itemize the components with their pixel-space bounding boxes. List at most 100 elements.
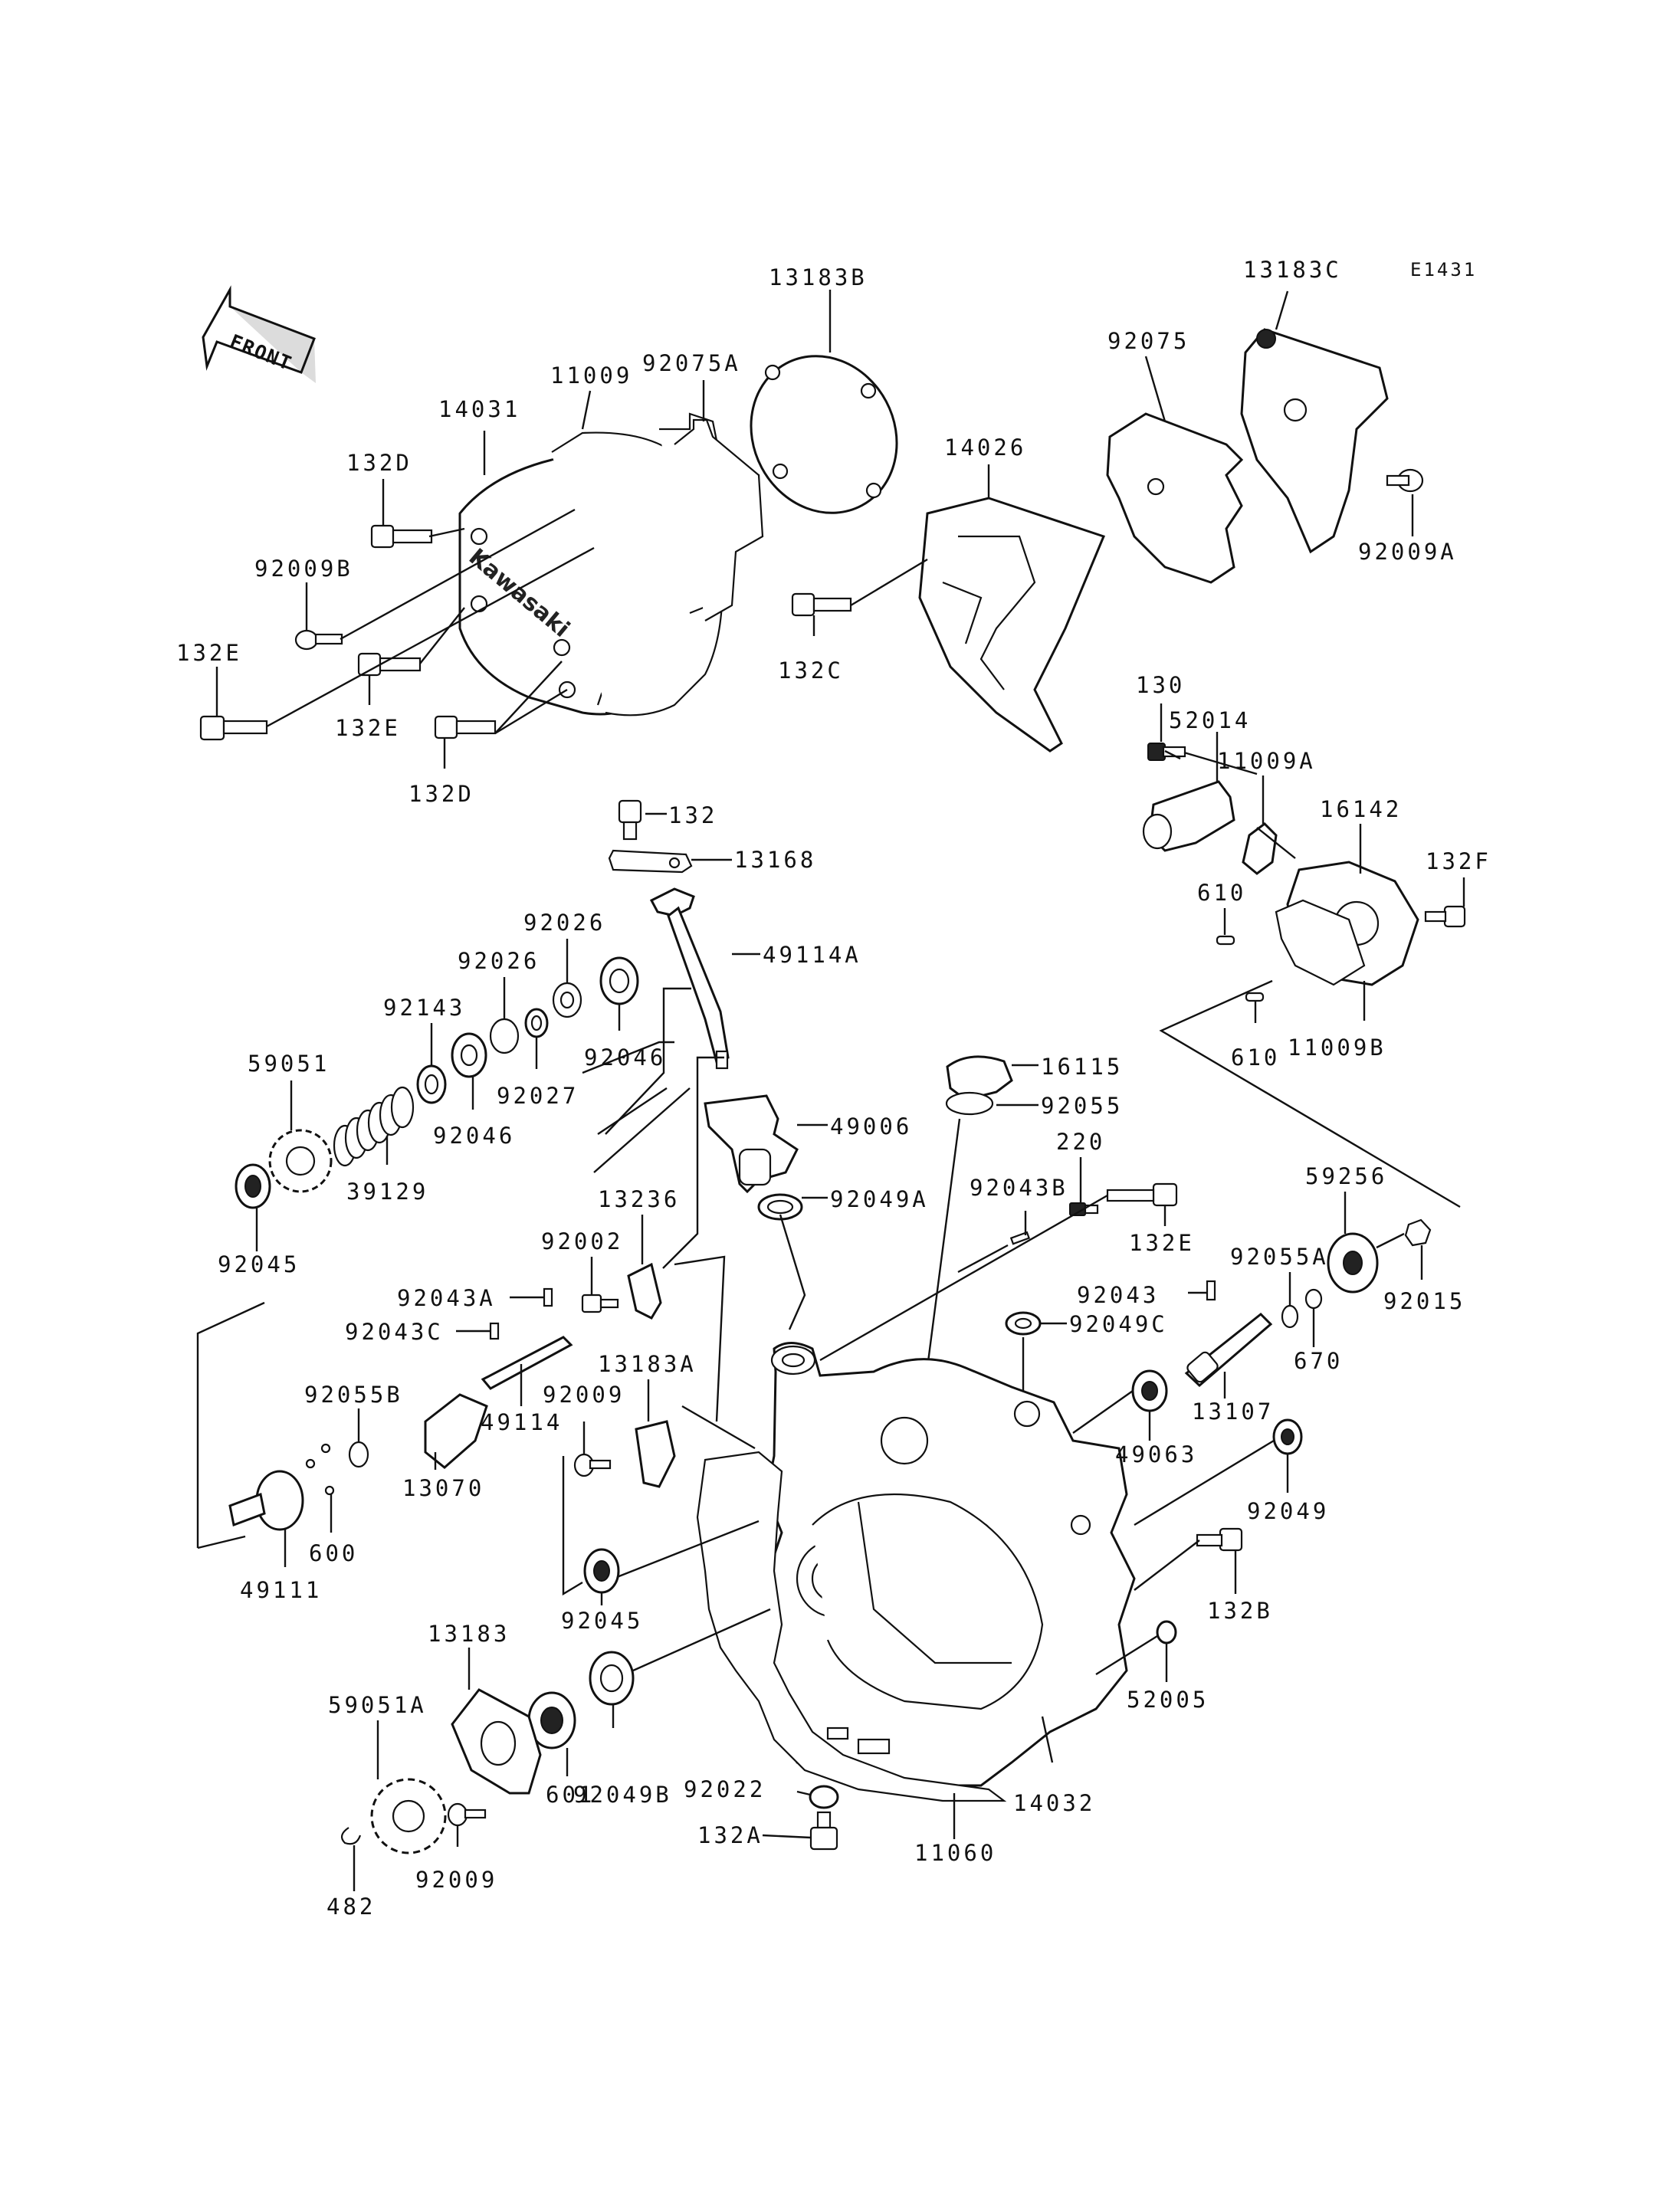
bolt-132E-left-icon <box>199 715 268 741</box>
part-label-92043C: 92043C <box>345 1319 444 1345</box>
part-label-220: 220 <box>1056 1129 1105 1155</box>
part-label-92026-lower: 92026 <box>458 948 540 974</box>
part-label-92075: 92075 <box>1107 328 1189 354</box>
part-label-132E-left: 132E <box>176 640 242 666</box>
bearing-92045-left-icon <box>235 1163 271 1209</box>
pin-92043-icon <box>1206 1280 1216 1301</box>
seal-92045-lower-icon <box>583 1548 620 1594</box>
shift-drum-49006-drawing <box>704 1094 799 1194</box>
part-label-39129: 39129 <box>346 1179 428 1205</box>
part-label-13107: 13107 <box>1192 1399 1274 1425</box>
part-label-92045-left: 92045 <box>218 1251 300 1277</box>
part-label-14026: 14026 <box>944 434 1026 461</box>
drain-washer-92022-icon <box>809 1785 839 1809</box>
ratchet-13070-icon <box>424 1393 488 1469</box>
part-label-16115: 16115 <box>1041 1054 1123 1080</box>
part-label-92009-mid: 92009 <box>543 1382 625 1408</box>
part-label-92043A: 92043A <box>397 1285 496 1311</box>
pin-610-lower-icon <box>1245 992 1265 1002</box>
plug-52005-icon <box>1156 1620 1177 1644</box>
part-label-610-upper: 610 <box>1197 880 1246 906</box>
part-label-482: 482 <box>326 1894 376 1920</box>
shaft-49114-icon <box>481 1336 573 1390</box>
part-label-92046-upper: 92046 <box>584 1044 666 1071</box>
bolt-132C-icon <box>791 592 852 617</box>
pin-92043B-icon <box>1009 1231 1031 1245</box>
bearing-601-icon <box>527 1691 576 1749</box>
part-label-601: 601 <box>546 1782 595 1808</box>
shaft-13107-icon <box>1184 1312 1273 1388</box>
cover-plate-13183B-drawing <box>750 355 898 514</box>
part-label-13183C: 13183C <box>1243 257 1342 283</box>
part-label-132B: 132B <box>1207 1598 1273 1624</box>
crankcase-cover-14032-drawing <box>765 1342 1136 1787</box>
part-label-132D-upper: 132D <box>346 450 412 476</box>
part-label-132E-right: 132E <box>1129 1230 1195 1256</box>
bolt-132B-icon <box>1196 1527 1243 1552</box>
part-label-92055B: 92055B <box>304 1382 403 1408</box>
drain-bolt-132A-icon <box>809 1811 838 1851</box>
part-label-52014: 52014 <box>1169 707 1251 733</box>
part-label-670: 670 <box>1294 1348 1343 1374</box>
part-label-13183: 13183 <box>428 1621 510 1647</box>
cap-16115-icon <box>946 1055 1013 1101</box>
part-label-49063: 49063 <box>1115 1441 1197 1467</box>
sprocket-cover-14026-drawing <box>918 497 1106 753</box>
part-label-49114A: 49114A <box>763 942 861 968</box>
seal-670-icon <box>1304 1288 1323 1310</box>
part-label-132E-upper: 132E <box>335 715 401 741</box>
nut-92015-icon <box>1404 1218 1432 1247</box>
part-label-92055: 92055 <box>1041 1093 1123 1119</box>
label-group: 13183B 13183C 11009 92075A 92075 14031 1… <box>176 257 1491 1920</box>
gear-49111-icon <box>228 1470 304 1531</box>
washer-92026-upper-icon <box>552 982 582 1018</box>
part-label-13183A: 13183A <box>598 1351 697 1377</box>
spring-washer-92046-upper-icon <box>599 956 639 1005</box>
plate-13168-icon <box>608 849 693 874</box>
part-label-132D-lower: 132D <box>409 781 474 807</box>
seal-92049C-icon <box>1005 1311 1042 1336</box>
screw-92009-lower-icon <box>447 1802 487 1827</box>
plate-13183A-icon <box>635 1420 676 1488</box>
part-label-11009B: 11009B <box>1288 1035 1386 1061</box>
gasket-11009B-drawing <box>1275 899 1366 986</box>
part-label-600: 600 <box>309 1540 358 1566</box>
part-label-92046-lower: 92046 <box>433 1123 515 1149</box>
screw-92009-mid-icon <box>573 1453 612 1477</box>
gear-59051A-icon <box>370 1778 447 1854</box>
ball-600-icon <box>305 1443 335 1496</box>
part-label-11009A: 11009A <box>1217 748 1316 774</box>
part-label-130: 130 <box>1136 672 1185 698</box>
seal-92049B-icon <box>589 1651 635 1706</box>
gasket-92075-drawing <box>1106 412 1244 584</box>
bolt-132E-upper-icon <box>357 652 422 677</box>
part-label-92002: 92002 <box>541 1228 623 1254</box>
gear-59051-icon <box>268 1129 333 1193</box>
shift-shaft-49114A-drawing <box>649 887 730 1070</box>
part-label-132C: 132C <box>778 657 844 684</box>
part-label-59051A: 59051A <box>328 1692 427 1718</box>
collar-92027-icon <box>524 1008 549 1038</box>
part-label-59256: 59256 <box>1305 1163 1387 1189</box>
part-label-92045-lower: 92045 <box>561 1608 643 1634</box>
part-label-92143: 92143 <box>383 995 465 1021</box>
part-label-92049B: 92049B <box>573 1782 672 1808</box>
pin-92043C-icon <box>489 1322 500 1340</box>
cover-13183C-drawing <box>1240 328 1389 554</box>
pin-92043A-icon <box>543 1287 553 1307</box>
bolt-132D-upper-icon <box>370 524 433 549</box>
bolt-132F-icon <box>1424 905 1466 928</box>
part-label-132: 132 <box>668 802 717 828</box>
pin-610-upper-icon <box>1216 935 1235 946</box>
part-label-132F: 132F <box>1426 848 1491 874</box>
screw-92002-icon <box>581 1294 619 1313</box>
part-label-13236: 13236 <box>598 1186 680 1212</box>
part-label-13070: 13070 <box>402 1475 484 1501</box>
bearing-49063-icon <box>1131 1369 1168 1412</box>
part-label-59051: 59051 <box>248 1051 330 1077</box>
part-label-13168: 13168 <box>734 847 816 873</box>
part-label-49111: 49111 <box>240 1577 322 1603</box>
oring-92055-icon <box>945 1091 994 1116</box>
part-label-16142: 16142 <box>1320 796 1402 822</box>
